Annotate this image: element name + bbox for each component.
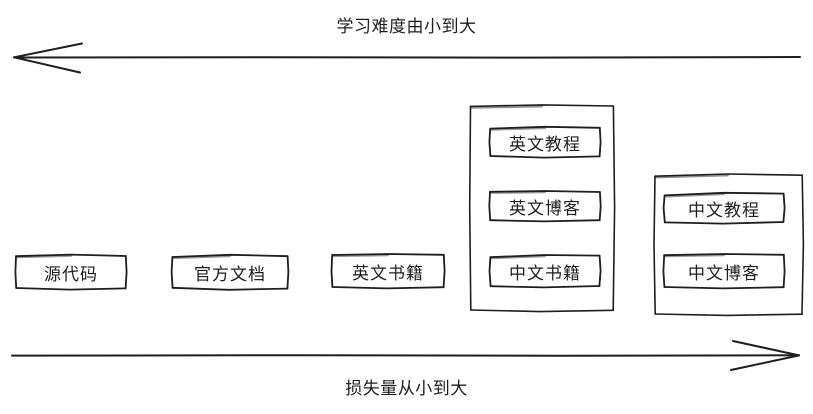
node-border: [488, 254, 602, 289]
bottom-axis-label: 损失量从小到大: [345, 379, 468, 398]
top-axis-label: 学习难度由小到大: [336, 17, 477, 36]
node-label: 英文博客: [509, 198, 581, 218]
node-english-tutorial[interactable]: 英文教程: [488, 125, 602, 159]
node-border: [488, 125, 602, 159]
node-label: 中文教程: [688, 200, 760, 220]
node-label: 英文教程: [509, 134, 581, 154]
node-border: [488, 190, 602, 223]
node-border: [662, 253, 786, 290]
group-container-english: [468, 103, 616, 313]
node-label: 中文书籍: [509, 263, 581, 283]
group-border-chinese: [653, 173, 805, 317]
node-official-docs[interactable]: 官方文档: [170, 253, 290, 291]
node-label: 中文博客: [688, 263, 760, 283]
node-chinese-tutorial[interactable]: 中文教程: [662, 191, 786, 225]
node-border: [330, 253, 446, 290]
group-container-chinese: [652, 172, 805, 317]
node-english-blog[interactable]: 英文博客: [488, 189, 602, 223]
node-label: 源代码: [44, 264, 98, 284]
node-label: 英文书籍: [352, 263, 424, 283]
node-chinese-books[interactable]: 中文书籍: [488, 253, 602, 289]
node-border: [170, 253, 290, 291]
node-border: [662, 191, 786, 225]
node-source-code[interactable]: 源代码: [14, 253, 128, 291]
learning-difficulty-axis-arrow: [13, 42, 801, 74]
node-label: 官方文档: [194, 264, 266, 284]
node-border: [14, 253, 128, 291]
group-border-english: [468, 104, 616, 313]
node-english-books[interactable]: 英文书籍: [330, 252, 446, 290]
node-chinese-blog[interactable]: 中文博客: [662, 252, 786, 290]
